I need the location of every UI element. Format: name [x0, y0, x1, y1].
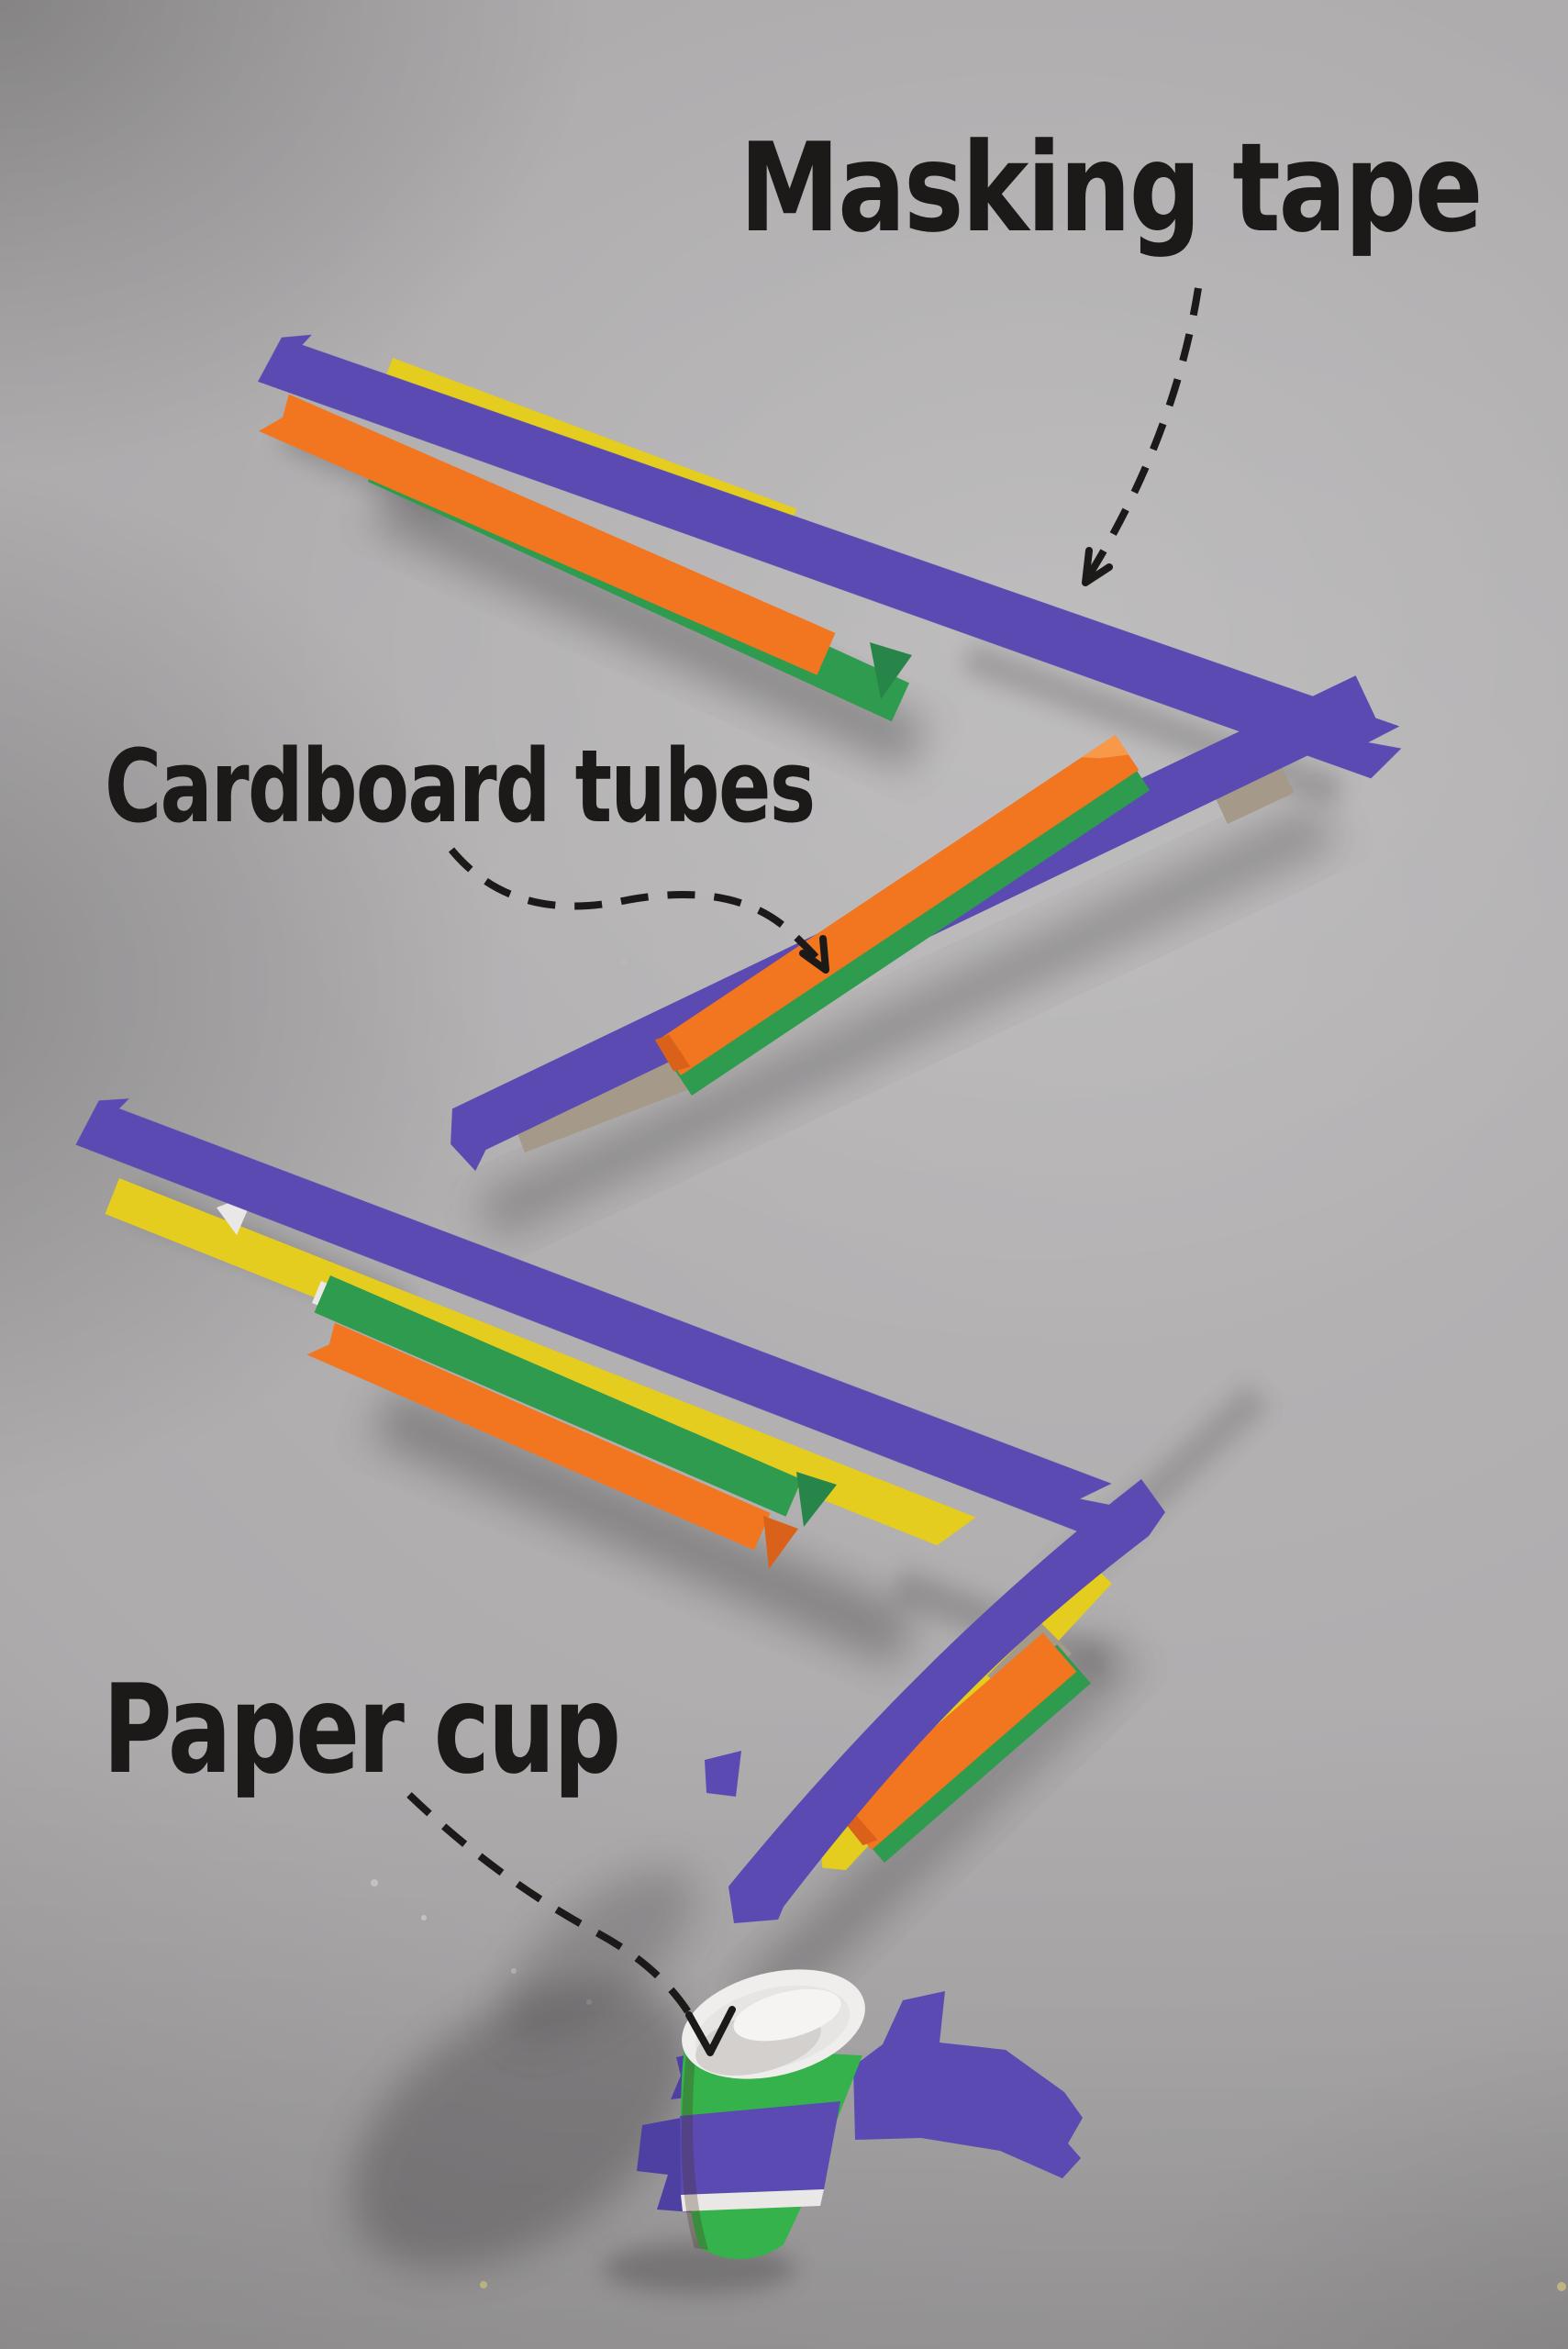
- orange-tube-fold-2: [1082, 734, 1129, 759]
- masking-tape-label: Masking tape: [740, 117, 1483, 260]
- cup-tape-band: [680, 2101, 840, 2195]
- tape-scrap-flag: [705, 1751, 741, 1797]
- cardboard-tube-orange-2: [657, 734, 1140, 1075]
- ramp-2: [450, 675, 1378, 1172]
- paper-cup-arrow: [406, 1792, 701, 2030]
- masking-tape-arrow: [1083, 287, 1202, 583]
- cardboard-tubes-label: Cardboard tubes: [105, 728, 816, 845]
- paper-cup-label: Paper cup: [103, 1658, 621, 1801]
- cup-left-shade: [681, 2054, 708, 2250]
- masking-tape-strip-3: [75, 1098, 1112, 1533]
- masking-tape-strip-1: [258, 334, 1402, 779]
- annotation-arrows: [406, 287, 1202, 2056]
- cup-interior-highlight: [733, 1988, 841, 2042]
- cup-band-white-gap: [681, 2189, 824, 2211]
- cardboard-tube-orange-4: [838, 1632, 1077, 1850]
- paper-cup: [637, 1969, 1083, 2259]
- orange-tube-end-face-2: [654, 1034, 691, 1072]
- cardboard-tube-green-3: [314, 1275, 802, 1517]
- cardboard-tube-orange-3: [306, 1322, 771, 1551]
- ramp-1: [258, 334, 1402, 779]
- cup-tape-wing-right: [853, 1991, 1083, 2178]
- green-tube-end-flap-1: [870, 642, 912, 699]
- ramp-4: [705, 1479, 1165, 1923]
- green-tube-end-flap-3: [796, 1472, 837, 1527]
- cardboard-tube-yellow-3: [105, 1178, 976, 1546]
- cardboard-tube-orange-1: [258, 394, 836, 675]
- cardboard-tubes-arrow: [448, 847, 828, 971]
- cardboard-sliver-2: [511, 1051, 701, 1152]
- paper-cup-arrowhead-icon: [685, 2006, 736, 2056]
- ramp-3: [75, 1098, 1112, 1569]
- orange-tube-curl-3: [763, 1516, 798, 1569]
- masking-tape-strip-4: [728, 1479, 1165, 1923]
- masking-tape-arrowhead-icon: [1082, 547, 1113, 586]
- cardboard-tubes-arrowhead-icon: [799, 935, 829, 974]
